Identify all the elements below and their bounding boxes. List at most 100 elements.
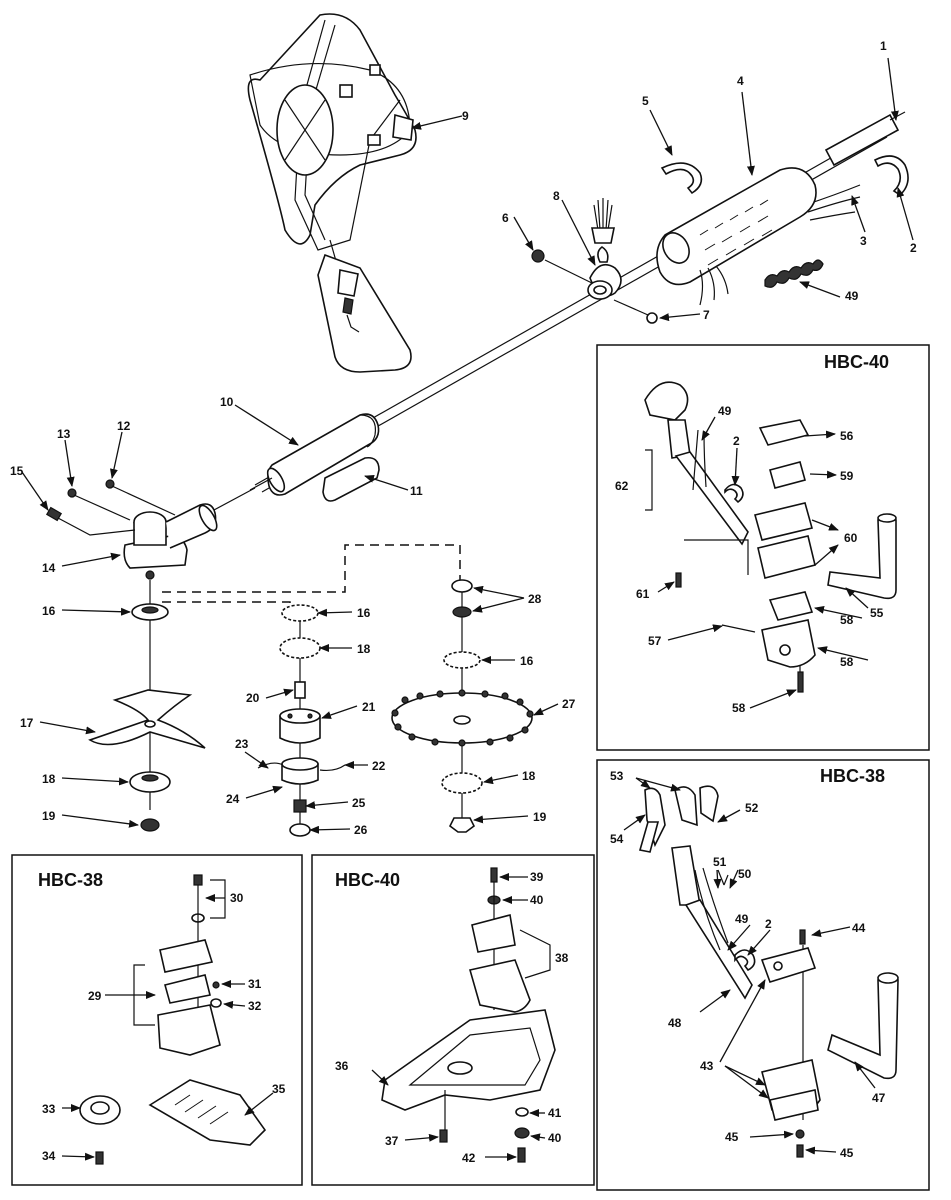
part-61-screw bbox=[675, 572, 682, 588]
callout-32: 32 bbox=[248, 999, 262, 1013]
part-10-shaft-housing bbox=[249, 413, 380, 496]
panel-hbc38-guard: HBC-38 bbox=[11, 854, 303, 1186]
part-39-screw bbox=[490, 867, 498, 883]
panel-hbc40-guard: HBC-40 bbox=[311, 854, 595, 1186]
part-33-cover bbox=[79, 1095, 121, 1125]
part-58-clamp bbox=[768, 591, 814, 621]
callout-37: 37 bbox=[385, 1134, 399, 1148]
callout-49: 49 bbox=[845, 289, 859, 303]
callout-8: 8 bbox=[553, 189, 560, 203]
callout-20: 20 bbox=[246, 691, 260, 705]
callout-42: 42 bbox=[462, 1151, 476, 1165]
callout-21: 21 bbox=[362, 700, 376, 714]
callout-12: 12 bbox=[117, 419, 131, 433]
part-30-screw bbox=[193, 874, 203, 886]
callout-55: 55 bbox=[870, 606, 884, 620]
callout-60: 60 bbox=[844, 531, 858, 545]
callout-29: 29 bbox=[88, 989, 102, 1003]
callout-34: 34 bbox=[42, 1149, 56, 1163]
leader-arrows bbox=[21, 57, 914, 1161]
callout-62: 62 bbox=[615, 479, 629, 493]
callout-45b: 45 bbox=[840, 1146, 854, 1160]
part-58-bracket bbox=[761, 619, 816, 668]
callout-5: 5 bbox=[642, 94, 649, 108]
part-24-spool bbox=[281, 757, 319, 785]
part-6-nut bbox=[531, 249, 545, 263]
panel-hbc40-handle: HBC-40 bbox=[596, 344, 930, 751]
part-55-handle-bar bbox=[827, 519, 897, 600]
part-56-cap bbox=[758, 419, 810, 446]
callout-1: 1 bbox=[880, 39, 887, 53]
part-38-bracket-top bbox=[471, 914, 516, 953]
part-2-clamp bbox=[873, 155, 909, 197]
callout-15: 15 bbox=[10, 464, 24, 478]
callout-56: 56 bbox=[840, 429, 854, 443]
callout-61: 61 bbox=[636, 587, 650, 601]
part-36-guard bbox=[381, 1009, 556, 1130]
part-16-adapter-c bbox=[443, 651, 481, 669]
callout-4: 4 bbox=[737, 74, 744, 88]
callout-16b: 16 bbox=[357, 606, 371, 620]
part-26-knob bbox=[289, 823, 311, 837]
part-62-handle bbox=[644, 381, 749, 546]
part-31-nut bbox=[212, 981, 220, 989]
callout-40a: 40 bbox=[530, 893, 544, 907]
part-29-bracket bbox=[159, 939, 214, 973]
part-4-handle-grip bbox=[656, 167, 817, 306]
part-45-washer bbox=[795, 1129, 805, 1139]
callout-51: 51 bbox=[713, 855, 727, 869]
callout-22: 22 bbox=[372, 759, 386, 773]
callout-27: 27 bbox=[562, 697, 576, 711]
part-47-handle-bar bbox=[827, 979, 899, 1080]
panel-title: HBC-38 bbox=[820, 766, 885, 786]
callout-9: 9 bbox=[462, 109, 469, 123]
part-7-screw bbox=[613, 299, 658, 324]
callout-50: 50 bbox=[738, 867, 752, 881]
part-18-cup-b bbox=[279, 637, 321, 659]
part-14-gear-head bbox=[123, 487, 256, 580]
callout-24: 24 bbox=[226, 792, 240, 806]
callout-35: 35 bbox=[272, 1082, 286, 1096]
callout-2-hbc38: 2 bbox=[765, 917, 772, 931]
part-59-clamp bbox=[769, 461, 806, 489]
callout-6: 6 bbox=[502, 211, 509, 225]
callout-33: 33 bbox=[42, 1102, 56, 1116]
callout-54: 54 bbox=[610, 832, 624, 846]
callout-31: 31 bbox=[248, 977, 262, 991]
callout-40b: 40 bbox=[548, 1131, 562, 1145]
part-22-line-end bbox=[319, 764, 346, 772]
callout-19b: 19 bbox=[533, 810, 547, 824]
part-8-hanger bbox=[587, 198, 622, 300]
part-32-washer bbox=[210, 998, 222, 1008]
callout-23: 23 bbox=[235, 737, 249, 751]
part-58-screw bbox=[797, 671, 804, 693]
callout-25: 25 bbox=[352, 796, 366, 810]
callout-52-hbc38: 52 bbox=[745, 801, 759, 815]
panel-title: HBC-40 bbox=[824, 352, 889, 372]
panel-title: HBC-38 bbox=[38, 870, 103, 890]
callout-49-hbc40: 49 bbox=[718, 404, 732, 418]
callout-48: 48 bbox=[668, 1016, 682, 1030]
part-57-pin bbox=[721, 624, 756, 633]
part-28-washer-a bbox=[451, 579, 473, 593]
callout-38: 38 bbox=[555, 951, 569, 965]
part-5-clip bbox=[660, 162, 703, 195]
part-18-cup-c bbox=[441, 772, 483, 794]
main-shaft-group bbox=[45, 13, 909, 837]
part-12-bolt bbox=[105, 479, 176, 516]
callout-45a: 45 bbox=[725, 1130, 739, 1144]
callout-58b: 58 bbox=[840, 655, 854, 669]
callout-58a: 58 bbox=[840, 613, 854, 627]
callout-numbers: 1 2 3 4 5 6 7 8 9 10 11 12 13 14 15 16 1… bbox=[10, 39, 917, 1165]
part-19-nut-b bbox=[448, 817, 476, 833]
part-38-bracket-bottom bbox=[468, 959, 531, 1013]
part-43-cap bbox=[760, 947, 817, 983]
callout-39: 39 bbox=[530, 870, 544, 884]
callout-10: 10 bbox=[220, 395, 234, 409]
part-37-screw bbox=[439, 1129, 448, 1143]
part-42-screw bbox=[517, 1147, 526, 1163]
callout-57: 57 bbox=[648, 634, 662, 648]
part-44-screw bbox=[799, 929, 806, 945]
callout-41: 41 bbox=[548, 1106, 562, 1120]
callout-2-hbc40: 2 bbox=[733, 434, 740, 448]
